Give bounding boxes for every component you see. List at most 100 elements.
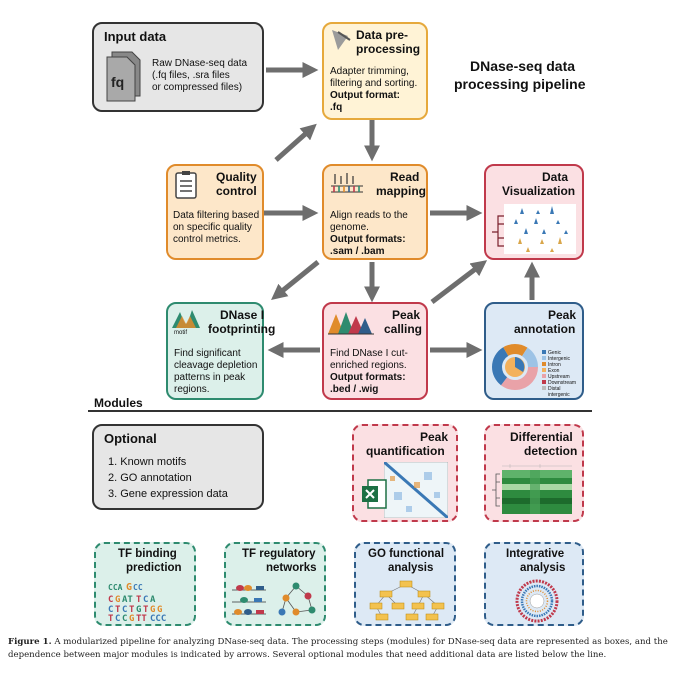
data-visualization-box: Data Visualization bbox=[484, 164, 584, 260]
go-graph-icon bbox=[369, 580, 445, 621]
tf-binding-title-1: TF binding bbox=[118, 548, 177, 560]
pipeline-title-line-1: DNase-seq data bbox=[470, 58, 576, 74]
svg-text:T: T bbox=[136, 595, 142, 605]
input-data-desc-3: or compressed files) bbox=[152, 82, 243, 93]
read-mapping-box: Read mapping Align reads to the genome. … bbox=[322, 164, 428, 260]
annotation-title-2: annotation bbox=[514, 322, 576, 336]
go-functional-box: GO functional analysis bbox=[354, 542, 456, 626]
tf-networks-title-2: networks bbox=[266, 562, 317, 574]
caption-label: Figure 1. bbox=[8, 637, 52, 647]
footprinting-title-1: DNase I bbox=[220, 308, 265, 322]
optional-item-1: 1. Known motifs bbox=[108, 456, 187, 468]
qc-desc-1: Data filtering based bbox=[173, 210, 260, 221]
input-data-box: Input data fq Raw DNase-seq data (.fq fi… bbox=[92, 22, 264, 112]
optional-box: Optional 1. Known motifs 2. GO annotatio… bbox=[92, 424, 264, 510]
differential-detection-box: Differential detection bbox=[484, 424, 584, 522]
tf-binding-title-2: prediction bbox=[126, 562, 182, 574]
svg-text:C: C bbox=[122, 605, 127, 615]
genome-tracks-icon bbox=[492, 204, 576, 254]
mapping-format: .sam / .bam bbox=[330, 246, 385, 257]
peak-quantification-box: Peak quantification bbox=[352, 424, 458, 522]
svg-text:T: T bbox=[143, 605, 149, 615]
preprocessing-desc-1: Adapter trimming, bbox=[330, 66, 409, 77]
preprocessing-box: Data pre- processing Adapter trimming, f… bbox=[322, 22, 428, 120]
quantification-title-2: quantification bbox=[366, 444, 445, 458]
trim-icon bbox=[332, 30, 351, 50]
svg-text:C: C bbox=[108, 595, 113, 605]
peakcalling-title-2: calling bbox=[384, 322, 423, 336]
footprinting-desc-3: patterns in peak bbox=[174, 372, 246, 383]
go-title-2: analysis bbox=[388, 562, 434, 574]
preprocessing-title-1: Data pre- bbox=[356, 28, 409, 42]
motif-label: motif bbox=[174, 330, 188, 336]
mapping-desc-2: genome. bbox=[330, 222, 369, 233]
input-data-desc-2: (.fq files, .sra files bbox=[152, 70, 230, 81]
mapping-title-2: mapping bbox=[376, 184, 426, 198]
optional-item-3: 3. Gene expression data bbox=[108, 488, 228, 500]
svg-text:AT: AT bbox=[122, 595, 133, 605]
peakcalling-desc-1: Find DNase I cut- bbox=[330, 348, 408, 359]
svg-text:TT: TT bbox=[136, 614, 147, 622]
peak-annotation-box: Peak annotation Genic Intergenic Intron … bbox=[484, 302, 584, 400]
regulatory-network-icon bbox=[232, 582, 316, 616]
peak-calling-box: Peak calling Find DNase I cut- enriched … bbox=[322, 302, 428, 400]
tf-networks-title-1: TF regulatory bbox=[242, 548, 316, 560]
legend-item: Distal bbox=[542, 386, 576, 392]
peakcalling-format: .bed / .wig bbox=[330, 384, 379, 395]
integrative-title-2: analysis bbox=[520, 562, 566, 574]
heatmap-matrix-icon bbox=[384, 462, 448, 518]
mapping-title-1: Read bbox=[390, 170, 420, 184]
annotation-donut-chart bbox=[492, 344, 538, 390]
arrow-peakcalling-to-visualization bbox=[430, 260, 488, 304]
differential-heatmap-icon bbox=[492, 464, 572, 514]
checklist-icon bbox=[175, 171, 197, 199]
fastq-file-icon bbox=[106, 51, 141, 102]
peakcalling-desc-2: enriched regions. bbox=[330, 360, 407, 371]
peaks-icon bbox=[328, 312, 374, 335]
optional-item-2: 2. GO annotation bbox=[108, 472, 192, 484]
visualization-title-1: Data bbox=[542, 170, 569, 184]
optional-title: Optional bbox=[104, 431, 157, 446]
legend-item: Downstream bbox=[542, 380, 576, 386]
preprocessing-format: .fq bbox=[330, 102, 343, 113]
svg-text:G: G bbox=[115, 595, 120, 605]
svg-text:G: G bbox=[126, 582, 132, 593]
legend-item: Genic bbox=[542, 350, 576, 356]
peakcalling-title-1: Peak bbox=[392, 308, 421, 322]
footprinting-desc-4: regions. bbox=[174, 384, 210, 395]
svg-text:A: A bbox=[150, 595, 156, 605]
svg-text:G: G bbox=[157, 605, 162, 615]
footprinting-box: motif DNase I footprinting Find signific… bbox=[166, 302, 275, 400]
legend-item: intergenic bbox=[548, 392, 570, 398]
input-data-title: Input data bbox=[104, 29, 167, 44]
modules-label: Modules bbox=[94, 396, 143, 410]
legend-item: Exon bbox=[542, 368, 576, 374]
svg-text:CCA: CCA bbox=[108, 583, 123, 592]
footprint-profile-icon bbox=[172, 310, 200, 328]
legend-item: Intergenic bbox=[542, 356, 576, 362]
peakcalling-format-label: Output formats: bbox=[330, 372, 406, 383]
arrow-mapping-to-footprinting bbox=[271, 260, 320, 301]
differential-title-2: detection bbox=[524, 444, 578, 458]
svg-text:CC: CC bbox=[133, 583, 143, 592]
svg-text:C: C bbox=[122, 614, 127, 622]
preprocessing-format-label: Output format: bbox=[330, 90, 400, 101]
qc-desc-3: control metrics. bbox=[173, 234, 241, 245]
preprocessing-title-2: processing bbox=[356, 42, 421, 56]
integrative-box: Integrative analysis bbox=[484, 542, 584, 626]
footprinting-title-2: footprinting bbox=[208, 322, 276, 336]
footprinting-desc-2: cleavage depletion bbox=[174, 360, 258, 371]
legend-item: Intron bbox=[542, 362, 576, 368]
qc-title-2: control bbox=[216, 184, 257, 198]
tf-networks-box: TF regulatory networks bbox=[224, 542, 326, 626]
differential-title-1: Differential bbox=[510, 430, 573, 444]
svg-text:G: G bbox=[129, 614, 134, 622]
caption-text: A modularized pipeline for analyzing DNa… bbox=[8, 637, 668, 660]
svg-text:T: T bbox=[108, 614, 114, 622]
annotation-title-1: Peak bbox=[548, 308, 577, 322]
svg-text:C: C bbox=[143, 595, 148, 605]
integrative-title-1: Integrative bbox=[506, 548, 565, 560]
annotation-legend: Genic Intergenic Intron Exon Upstream Do… bbox=[542, 350, 576, 398]
